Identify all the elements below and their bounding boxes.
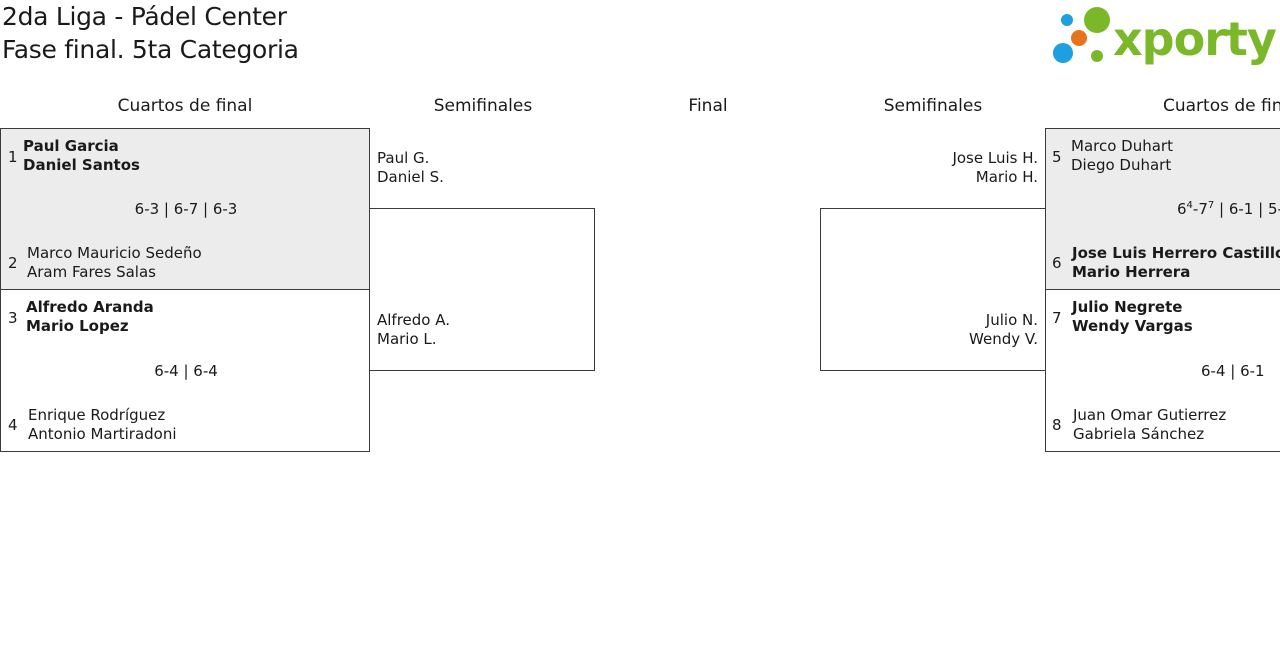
player-name: Alfredo Aranda — [26, 298, 154, 316]
set1-tiebreak-a: 4 — [1186, 200, 1193, 211]
player-name: Wendy Vargas — [1072, 317, 1193, 335]
logo-dot-blue-large — [1053, 43, 1073, 63]
team-winner: Paul Garcia Daniel Santos — [23, 137, 140, 175]
player-name: Aram Fares Salas — [27, 263, 156, 281]
player-name: Mario L. — [377, 330, 437, 348]
semifinal-team-left-top: Paul G. Daniel S. — [377, 149, 444, 187]
round-label-left-quarters: Cuartos de final — [117, 96, 253, 116]
match-score: 64-77 | 6-1 | 5-7 — [1177, 200, 1280, 218]
xporty-logo-icon: xporty — [1053, 7, 1278, 66]
seed-number: 8 — [1052, 416, 1062, 434]
page-subtitle: Fase final. 5ta Categoria — [2, 35, 299, 64]
player-name: Jose Luis Herrero Castillo — [1072, 244, 1280, 262]
semifinal-team-right-top: Jose Luis H. Mario H. — [952, 149, 1038, 187]
semifinal-team-left-bottom: Alfredo A. Mario L. — [377, 311, 450, 349]
match-score: 6-4 | 6-1 — [1201, 362, 1265, 380]
player-name: Marco Duhart — [1071, 137, 1173, 155]
round-label-right-quarters: Cuartos de final — [1163, 96, 1280, 116]
player-name: Mario Lopez — [26, 317, 129, 335]
team-winner: Alfredo Aranda Mario Lopez — [26, 298, 154, 336]
team-loser: Juan Omar Gutierrez Gabriela Sánchez — [1073, 406, 1226, 444]
round-label-right-semis: Semifinales — [883, 96, 983, 116]
player-name: Mario H. — [975, 168, 1038, 186]
quarterfinal-match-4[interactable]: 7 Julio Negrete Wendy Vargas 6-4 | 6-1 8… — [1045, 289, 1280, 452]
remaining-sets: | 6-1 | 5-7 — [1219, 200, 1280, 218]
player-name: Daniel S. — [377, 168, 444, 186]
seed-number: 5 — [1052, 148, 1062, 166]
set1-tiebreak-b: 7 — [1207, 200, 1215, 211]
page-title: 2da Liga - Pádel Center — [2, 2, 287, 31]
player-name: Julio Negrete — [1072, 298, 1183, 316]
logo-text: xporty — [1113, 12, 1276, 66]
seed-number: 6 — [1052, 254, 1062, 272]
team-winner: Jose Luis Herrero Castillo Mario Herrera — [1072, 244, 1280, 282]
seed-number: 3 — [8, 309, 18, 327]
xporty-logo[interactable]: xporty — [1050, 4, 1278, 68]
player-name: Marco Mauricio Sedeño — [27, 244, 202, 262]
player-name: Diego Duhart — [1071, 156, 1172, 174]
player-name: Alfredo A. — [377, 311, 451, 329]
semifinal-team-right-bottom: Julio N. Wendy V. — [969, 311, 1038, 349]
quarterfinal-match-1[interactable]: 1 Paul Garcia Daniel Santos 6-3 | 6-7 | … — [0, 128, 370, 290]
team-winner: Julio Negrete Wendy Vargas — [1072, 298, 1193, 336]
seed-number: 2 — [8, 254, 18, 272]
player-name: Daniel Santos — [23, 156, 140, 174]
set1-games-a: 6 — [1177, 200, 1187, 218]
logo-dot-green-large — [1084, 7, 1110, 33]
logo-dot-orange — [1071, 30, 1087, 46]
team-loser: Enrique Rodríguez Antonio Martiradoni — [28, 406, 177, 444]
player-name: Enrique Rodríguez — [28, 406, 166, 424]
round-label-left-semis: Semifinales — [433, 96, 533, 116]
player-name: Wendy V. — [969, 330, 1038, 348]
seed-number: 1 — [8, 148, 18, 166]
player-name: Gabriela Sánchez — [1073, 425, 1205, 443]
player-name: Paul G. — [377, 149, 430, 167]
player-name: Juan Omar Gutierrez — [1073, 406, 1227, 424]
quarterfinal-match-3[interactable]: 5 Marco Duhart Diego Duhart 64-77 | 6-1 … — [1045, 128, 1280, 290]
logo-dot-blue — [1061, 14, 1073, 26]
match-score: 6-4 | 6-4 — [154, 362, 218, 380]
round-label-final: Final — [688, 96, 728, 116]
team-loser: Marco Mauricio Sedeño Aram Fares Salas — [27, 244, 202, 282]
player-name: Jose Luis H. — [952, 149, 1038, 167]
seed-number: 4 — [8, 416, 18, 434]
player-name: Julio N. — [985, 311, 1038, 329]
player-name: Paul Garcia — [23, 137, 119, 155]
seed-number: 7 — [1052, 309, 1062, 327]
player-name: Antonio Martiradoni — [28, 425, 177, 443]
semifinal-connector-right — [820, 208, 1046, 371]
match-score: 6-3 | 6-7 | 6-3 — [134, 200, 238, 218]
logo-dot-green-small — [1091, 50, 1103, 62]
team-loser: Marco Duhart Diego Duhart — [1071, 137, 1173, 175]
set1-games-b: 7 — [1198, 200, 1208, 218]
semifinal-connector-left — [369, 208, 595, 371]
quarterfinal-match-2[interactable]: 3 Alfredo Aranda Mario Lopez 6-4 | 6-4 4… — [0, 289, 370, 452]
player-name: Mario Herrera — [1072, 263, 1191, 281]
